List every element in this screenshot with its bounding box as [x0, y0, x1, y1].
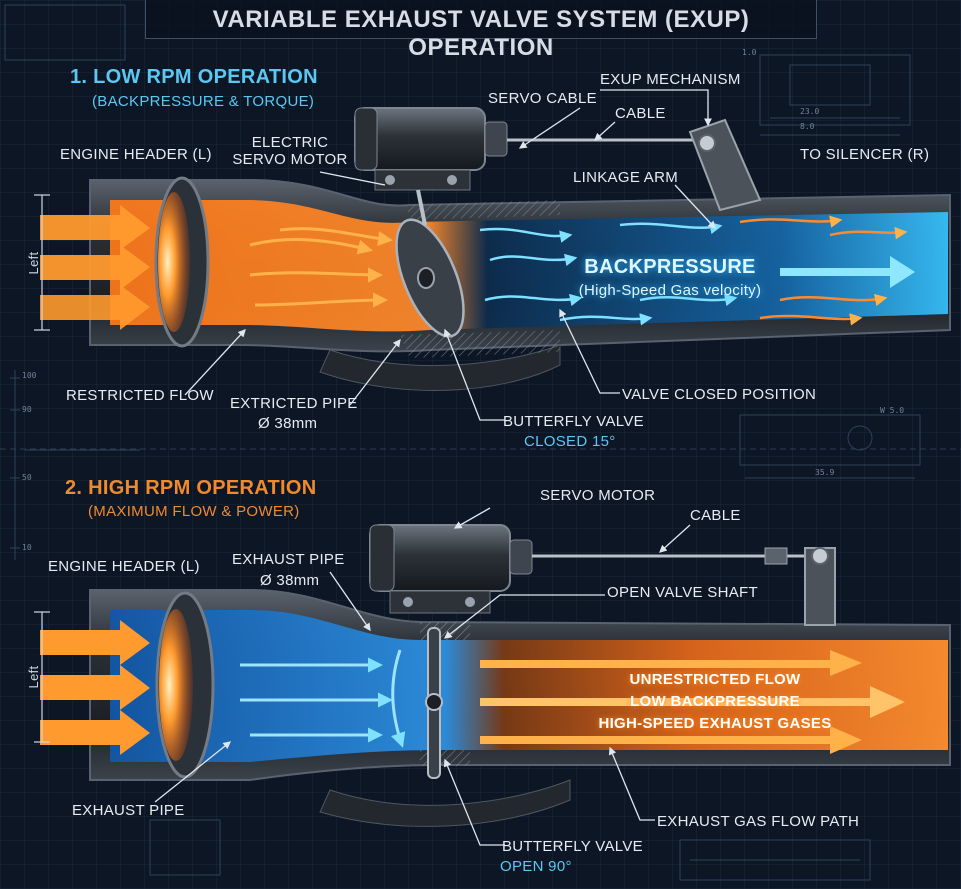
- label-engine-header-1: ENGINE HEADER (L): [60, 146, 212, 163]
- section-1-subheading: (BACKPRESSURE & TORQUE): [92, 93, 315, 110]
- label-restricted-flow: RESTRICTED FLOW: [66, 387, 214, 404]
- left-dimension-2: [34, 611, 50, 743]
- label-low-backpressure: LOW BACKPRESSURE: [630, 693, 800, 710]
- scale-mark-90: 90: [22, 405, 32, 414]
- label-servo-motor-1: SERVO MOTOR: [232, 151, 348, 168]
- label-left-dim-2: Left: [26, 665, 41, 689]
- section-1-mixed-streaks: [739, 215, 908, 326]
- label-cable-2: CABLE: [690, 507, 741, 524]
- label-extricted-pipe: EXTRICTED PIPE: [230, 395, 358, 412]
- section-1-pipe: [89, 176, 951, 391]
- label-to-silencer: TO SILENCER (R): [800, 146, 930, 163]
- section-1-cable-linkage: [507, 118, 762, 212]
- title-frame: VARIABLE EXHAUST VALVE SYSTEM (EXUP) OPE…: [145, 0, 817, 61]
- label-valve-open-90: OPEN 90°: [500, 858, 572, 875]
- label-open-valve-shaft: OPEN VALVE SHAFT: [607, 584, 758, 601]
- page-title: VARIABLE EXHAUST VALVE SYSTEM (EXUP) OPE…: [212, 6, 750, 61]
- scale-mark-100: 100: [22, 371, 37, 380]
- section-1-outlet-arrow: [780, 256, 915, 288]
- blueprint-sketch-left: [4, 4, 140, 560]
- label-electric-1: ELECTRIC: [251, 134, 329, 151]
- section-2-hot-streaks: [480, 650, 905, 754]
- section-1-hot-streaks: [249, 227, 393, 308]
- label-exhaust-pipe-top: EXHAUST PIPE: [232, 551, 345, 568]
- label-cable-1: CABLE: [615, 105, 666, 122]
- label-exhaust-pipe-bottom: EXHAUST PIPE: [72, 802, 185, 819]
- section-2-cool-streaks: [240, 649, 406, 748]
- label-exhaust-gas-flow-path: EXHAUST GAS FLOW PATH: [657, 813, 860, 830]
- scale-mark-10: 10: [22, 543, 32, 552]
- section-1-cool-streaks: [479, 221, 738, 326]
- section-2-servo-motor: [369, 524, 533, 614]
- dim-mark-a: 23.0: [800, 107, 820, 116]
- label-servo-motor-2: SERVO MOTOR: [540, 487, 656, 504]
- left-dimension-1: [34, 194, 50, 331]
- scale-mark-50: 50: [22, 473, 32, 482]
- section-2-valve-open: [425, 627, 443, 779]
- label-pipe-dia-1: Ø 38mm: [258, 415, 318, 432]
- label-pipe-dia-2: Ø 38mm: [260, 572, 320, 589]
- dim-mark-c: W 5.0: [880, 406, 905, 415]
- label-linkage-arm: LINKAGE ARM: [573, 169, 678, 186]
- label-exup-mechanism: EXUP MECHANISM: [600, 71, 741, 88]
- section-2-subheading: (MAXIMUM FLOW & POWER): [88, 503, 300, 520]
- label-valve-closed-15: CLOSED 15°: [524, 433, 616, 450]
- label-backpressure: BACKPRESSURE: [584, 256, 756, 278]
- section-1-inlet-arrows: [40, 205, 150, 330]
- blueprint-sketch-mid-right: [739, 414, 921, 479]
- label-backpressure-sub: (High-Speed Gas velocity): [578, 282, 762, 299]
- label-butterfly-valve-2: BUTTERFLY VALVE: [502, 838, 643, 855]
- section-2-cable-linkage: [532, 547, 836, 626]
- dim-mark-b: 35.9: [815, 468, 835, 477]
- section-2-inlet-arrows: [40, 620, 150, 755]
- ref-mark-2: 8.0: [800, 122, 815, 131]
- label-left-dim-1: Left: [26, 251, 41, 275]
- ref-mark-1: 1.0: [742, 48, 757, 57]
- label-unrestricted-flow: UNRESTRICTED FLOW: [629, 671, 801, 688]
- leader-lines: [154, 89, 716, 846]
- section-1-heading: 1. LOW RPM OPERATION: [70, 66, 318, 88]
- section-2-heading: 2. HIGH RPM OPERATION: [65, 477, 317, 499]
- section-1-servo-motor: [354, 107, 508, 226]
- label-servo-cable: SERVO CABLE: [488, 90, 597, 107]
- label-engine-header-2: ENGINE HEADER (L): [48, 558, 200, 575]
- blueprint-sketch-bottom: [149, 819, 871, 881]
- label-high-speed-exhaust: HIGH-SPEED EXHAUST GASES: [598, 715, 832, 732]
- label-butterfly-valve-1: BUTTERFLY VALVE: [503, 413, 644, 430]
- section-1-butterfly-valve: [395, 218, 465, 338]
- blueprint-sketch-top-right: [759, 54, 911, 136]
- label-valve-closed-position: VALVE CLOSED POSITION: [622, 386, 817, 403]
- section-2-pipe: [89, 589, 951, 827]
